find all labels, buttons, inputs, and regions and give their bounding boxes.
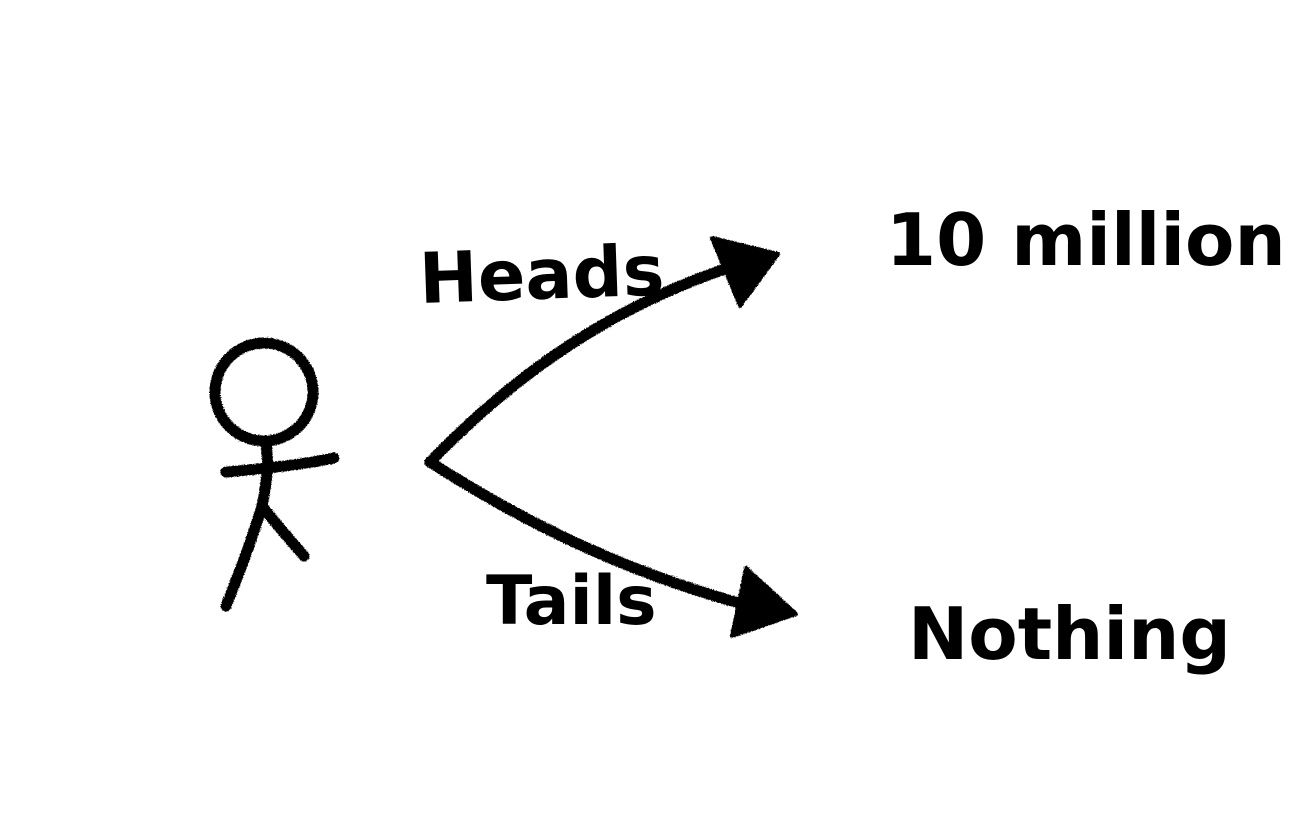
stick-figure-arms xyxy=(220,452,340,478)
heads-outcome-label: 10 million xyxy=(886,198,1286,282)
branch-tails-arrow xyxy=(424,456,798,638)
tails-label: Tails xyxy=(486,562,657,641)
stick-figure-torso xyxy=(256,456,274,512)
stick-figure xyxy=(209,337,340,612)
tails-outcome-label: Nothing xyxy=(908,592,1231,676)
heads-arrowhead xyxy=(710,236,780,308)
branch-heads-arrow xyxy=(424,236,780,468)
heads-label: Heads xyxy=(417,229,666,320)
tails-arrowhead xyxy=(730,566,798,638)
stick-figure-head xyxy=(209,337,319,447)
stick-figure-right-leg xyxy=(256,500,310,562)
stick-figure-left-leg xyxy=(220,500,268,612)
heads-arrow-line xyxy=(424,264,728,468)
tails-arrow-line xyxy=(424,456,748,610)
